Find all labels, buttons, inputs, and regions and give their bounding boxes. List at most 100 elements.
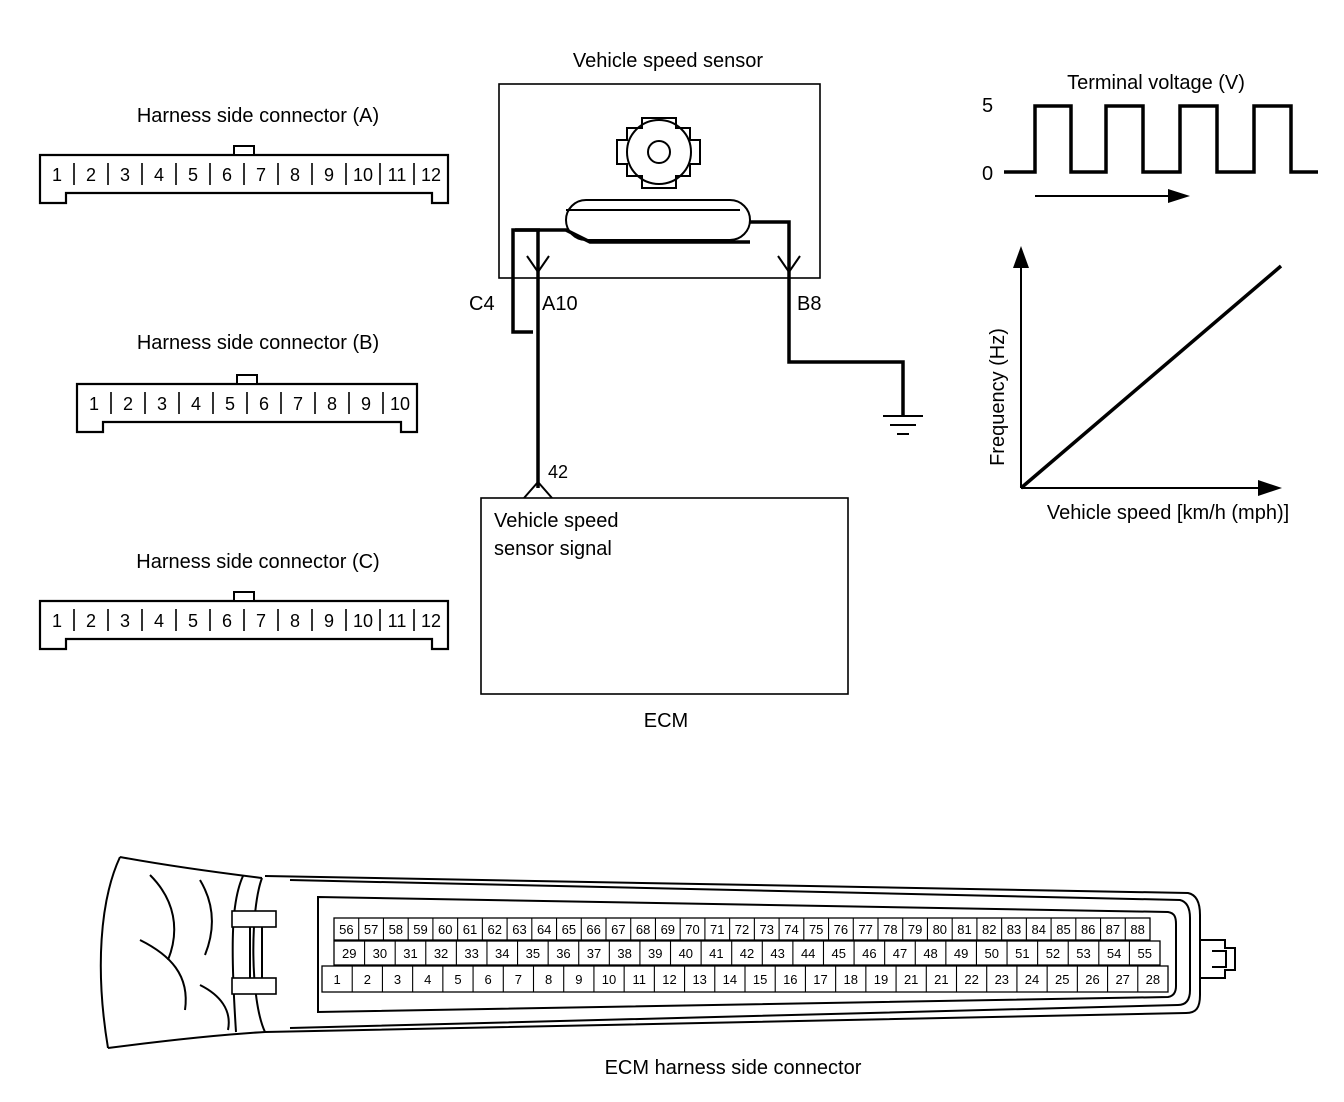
connector-a-title: Harness side connector (A) <box>137 105 379 127</box>
connector-pin-12: 12 <box>421 611 441 631</box>
ecm-pin-7: 7 <box>515 972 522 987</box>
waveform-y-low: 0 <box>982 163 993 185</box>
ecm-pin-76: 76 <box>834 922 848 937</box>
ecm-pin-83: 83 <box>1007 922 1021 937</box>
ecm-label: ECM <box>644 710 688 732</box>
connector-pin-1: 1 <box>52 165 62 185</box>
ecm-pin-36: 36 <box>556 946 570 961</box>
ecm-pin-79: 79 <box>908 922 922 937</box>
sensor-gear-icon <box>616 117 701 189</box>
ecm-pin-38: 38 <box>617 946 631 961</box>
ecm-pin-22: 22 <box>964 972 978 987</box>
ecm-pin-43: 43 <box>770 946 784 961</box>
ecm-pin-88: 88 <box>1130 922 1144 937</box>
connector-pin-5: 5 <box>225 394 235 414</box>
ecm-pin-24: 24 <box>1025 972 1039 987</box>
ecm-pin-62: 62 <box>487 922 501 937</box>
ecm-pin-60: 60 <box>438 922 452 937</box>
ecm-pin-68: 68 <box>636 922 650 937</box>
ecm-pin-50: 50 <box>985 946 999 961</box>
ecm-pin-58: 58 <box>389 922 403 937</box>
connector-pin-2: 2 <box>86 165 96 185</box>
terminal-a10-label: A10 <box>542 293 578 315</box>
ecm-pin-11: 11 <box>633 972 647 987</box>
connector-key-tab <box>236 374 258 385</box>
ecm-pin-67: 67 <box>611 922 625 937</box>
ecm-pin-87: 87 <box>1106 922 1120 937</box>
ecm-pin-53: 53 <box>1076 946 1090 961</box>
terminal-b8-label: B8 <box>797 293 821 315</box>
ecm-pin-63: 63 <box>512 922 526 937</box>
connector-c-title: Harness side connector (C) <box>136 551 379 573</box>
ecm-pin-4: 4 <box>424 972 431 987</box>
waveform-y-high: 5 <box>982 95 993 117</box>
ecm-pin-42: 42 <box>740 946 754 961</box>
connector-pin-9: 9 <box>324 611 334 631</box>
connector-pin-6: 6 <box>222 165 232 185</box>
time-arrow-icon <box>1035 189 1190 203</box>
connector-pin-6: 6 <box>259 394 269 414</box>
connector-pin-9: 9 <box>361 394 371 414</box>
connector-pin-12: 12 <box>421 165 441 185</box>
ecm-pin-41: 41 <box>709 946 723 961</box>
chart-x-arrow-icon <box>1258 480 1282 496</box>
ecm-pin-39: 39 <box>648 946 662 961</box>
connector-pin-2: 2 <box>86 611 96 631</box>
connector-pin-7: 7 <box>256 165 266 185</box>
ecm-pin-64: 64 <box>537 922 551 937</box>
ecm-pin-32: 32 <box>434 946 448 961</box>
ecm-pin-18: 18 <box>844 972 858 987</box>
ecm-pin-73: 73 <box>759 922 773 937</box>
ecm-pin-48: 48 <box>923 946 937 961</box>
ecm-pin-59: 59 <box>413 922 427 937</box>
frequency-chart: Vehicle speed [km/h (mph)] Frequency (Hz… <box>987 246 1289 524</box>
ecm-pin-78: 78 <box>883 922 897 937</box>
ecm-pin-52: 52 <box>1046 946 1060 961</box>
ecm-pin-72: 72 <box>735 922 749 937</box>
ecm-pin-2: 2 <box>364 972 371 987</box>
ecm-pin-56: 56 <box>339 922 353 937</box>
ecm-pin-15: 15 <box>753 972 767 987</box>
ecm-pin-44: 44 <box>801 946 815 961</box>
ecm-pin-1: 1 <box>333 972 340 987</box>
connector-pin-4: 4 <box>154 165 164 185</box>
connector-key-tab <box>233 591 255 602</box>
ecm-pin-5: 5 <box>454 972 461 987</box>
ecm-pin-65: 65 <box>562 922 576 937</box>
ecm-pin-70: 70 <box>685 922 699 937</box>
ecm-connector-shell <box>231 875 1236 1033</box>
connector-pin-6: 6 <box>222 611 232 631</box>
connector-pin-1: 1 <box>52 611 62 631</box>
ecm-pin-28: 28 <box>1146 972 1160 987</box>
sensor-title: Vehicle speed sensor <box>573 50 763 72</box>
connector-pin-7: 7 <box>293 394 303 414</box>
connector-pin-10: 10 <box>353 611 373 631</box>
ecm-pin-21: 21 <box>904 972 918 987</box>
ecm-pin-57: 57 <box>364 922 378 937</box>
connector-pin-5: 5 <box>188 611 198 631</box>
connector-pin-7: 7 <box>256 611 266 631</box>
sensor-box <box>498 83 821 279</box>
ecm-pin-51: 51 <box>1015 946 1029 961</box>
ecm-pin-86: 86 <box>1081 922 1095 937</box>
ecm-pin-54: 54 <box>1107 946 1121 961</box>
connector-pin-3: 3 <box>157 394 167 414</box>
connector-pin-8: 8 <box>327 394 337 414</box>
connector-pin-1: 1 <box>89 394 99 414</box>
ecm-pin-27: 27 <box>1115 972 1129 987</box>
ecm-signal-line2: sensor signal <box>494 538 612 560</box>
waveform-title: Terminal voltage (V) <box>1067 72 1245 94</box>
ecm-pin-25: 25 <box>1055 972 1069 987</box>
harness-hand-illustration <box>99 856 266 1049</box>
ecm-pin-12: 12 <box>662 972 676 987</box>
chart-y-arrow-icon <box>1013 246 1029 268</box>
ecm-pin-35: 35 <box>526 946 540 961</box>
ecm-pin-69: 69 <box>661 922 675 937</box>
ecm-pin-55: 55 <box>1137 946 1151 961</box>
ecm-pin-77: 77 <box>858 922 872 937</box>
ecm-pin-31: 31 <box>403 946 417 961</box>
